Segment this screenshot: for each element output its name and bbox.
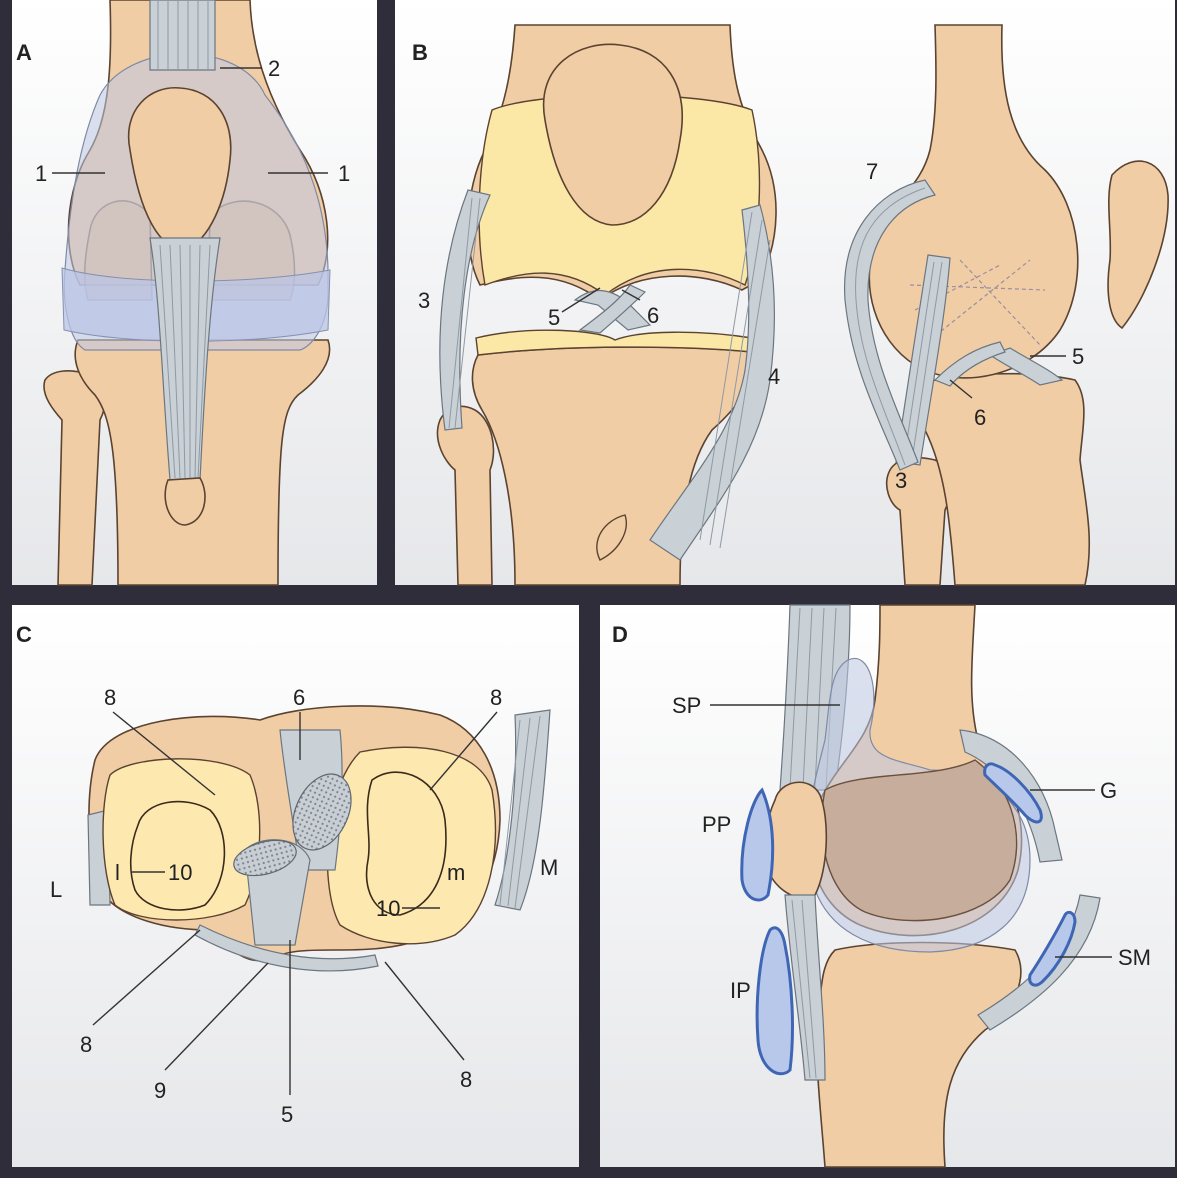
label-6-c: 6 (293, 685, 305, 710)
label-6-b: 6 (647, 303, 659, 328)
label-1-left: 1 (35, 161, 47, 186)
label-1-right: 1 (338, 161, 350, 186)
label-5-lateral: 5 (1072, 344, 1084, 369)
label-8-top-right: 8 (490, 685, 502, 710)
label-10-right: 10 (376, 896, 400, 921)
label-l-small: l (115, 860, 120, 885)
label-M: M (540, 855, 558, 880)
label-4-b: 4 (768, 364, 780, 389)
label-3-b: 3 (418, 288, 430, 313)
label-G: G (1100, 778, 1117, 803)
infrapatellar-bursa-d (757, 928, 792, 1074)
label-2: 2 (268, 56, 280, 81)
label-5-c: 5 (281, 1102, 293, 1127)
label-3-lateral: 3 (895, 468, 907, 493)
panel-c-letter: C (16, 622, 32, 647)
label-SP: SP (672, 693, 701, 718)
lateral-articular-surface-c (131, 802, 225, 910)
label-m-small: m (447, 860, 465, 885)
label-IP: IP (730, 978, 751, 1003)
panel-c: C 8 6 8 L l 10 m (12, 605, 579, 1167)
label-5-b: 5 (548, 305, 560, 330)
panel-d: D SP PP G IP (600, 605, 1175, 1167)
label-6-lateral: 6 (974, 405, 986, 430)
quadriceps-tendon-a (150, 0, 215, 70)
panel-b-letter: B (412, 40, 428, 65)
label-8-top-left: 8 (104, 685, 116, 710)
label-8-bottom-left: 8 (80, 1032, 92, 1057)
panel-d-letter: D (612, 622, 628, 647)
label-SM: SM (1118, 945, 1151, 970)
label-PP: PP (702, 812, 731, 837)
panel-a-letter: A (16, 40, 32, 65)
label-8-bottom-right: 8 (460, 1067, 472, 1092)
femoral-cartilage-d (822, 760, 1017, 921)
panel-a: A 1 1 (12, 0, 377, 585)
label-9: 9 (154, 1078, 166, 1103)
label-10-left: 10 (168, 860, 192, 885)
label-L: L (50, 877, 62, 902)
label-7: 7 (866, 159, 878, 184)
